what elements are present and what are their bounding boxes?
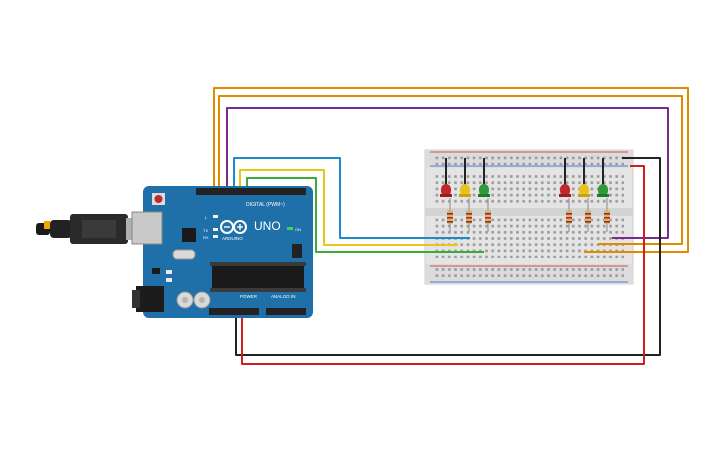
digital-label: DIGITAL (PWM~) (246, 202, 285, 208)
on-label: ON (295, 227, 301, 232)
power-header[interactable] (209, 308, 259, 315)
led-green[interactable] (478, 184, 490, 197)
resistor[interactable] (485, 198, 491, 232)
wire-green[interactable] (246, 177, 484, 253)
tx-label: TX (203, 228, 208, 233)
analog-label: ANALOG IN (271, 294, 296, 299)
wire-purple[interactable] (226, 107, 669, 239)
wire-red[interactable] (241, 165, 645, 365)
arduino-uno-board[interactable]: DIGITAL (PWM~) TX RX L UNO ARDUINO ON (131, 186, 313, 318)
usb-chip (182, 228, 196, 242)
usb-jack[interactable] (131, 211, 163, 245)
breadboard-body (424, 149, 634, 285)
led-red[interactable] (440, 184, 452, 197)
analog-header[interactable] (266, 308, 306, 315)
resistor[interactable] (466, 198, 472, 232)
led-group-left[interactable] (440, 158, 491, 232)
arduino-logo-icon (220, 220, 247, 234)
usb-cable[interactable] (36, 214, 144, 244)
digital-header[interactable] (196, 188, 306, 195)
model-label: UNO (254, 219, 281, 233)
led-yellow[interactable] (459, 184, 471, 197)
resistor[interactable] (604, 198, 610, 232)
led-yellow[interactable] (578, 184, 590, 197)
led-group-right[interactable] (559, 158, 610, 232)
l-label: L (205, 215, 208, 220)
led-red[interactable] (559, 184, 571, 197)
dc-jack[interactable] (136, 286, 164, 312)
icsp-header (292, 244, 302, 258)
resistor[interactable] (447, 198, 453, 232)
led-green[interactable] (597, 184, 609, 197)
resistor[interactable] (585, 198, 591, 232)
wire-orange[interactable] (218, 95, 683, 245)
wires (213, 87, 689, 365)
wire-yellow[interactable] (239, 169, 458, 246)
crystal (172, 249, 196, 260)
brand-label: ARDUINO (222, 236, 243, 241)
resistor[interactable] (566, 198, 572, 232)
breadboard[interactable] (424, 149, 634, 285)
wire-blue[interactable] (233, 157, 470, 239)
rx-label: RX (203, 235, 209, 240)
microcontroller-chip (212, 266, 304, 288)
wire-black[interactable] (235, 157, 661, 356)
breadboard-channel (425, 208, 633, 216)
power-label: POWER (240, 294, 258, 299)
wire-orange[interactable] (213, 87, 689, 253)
